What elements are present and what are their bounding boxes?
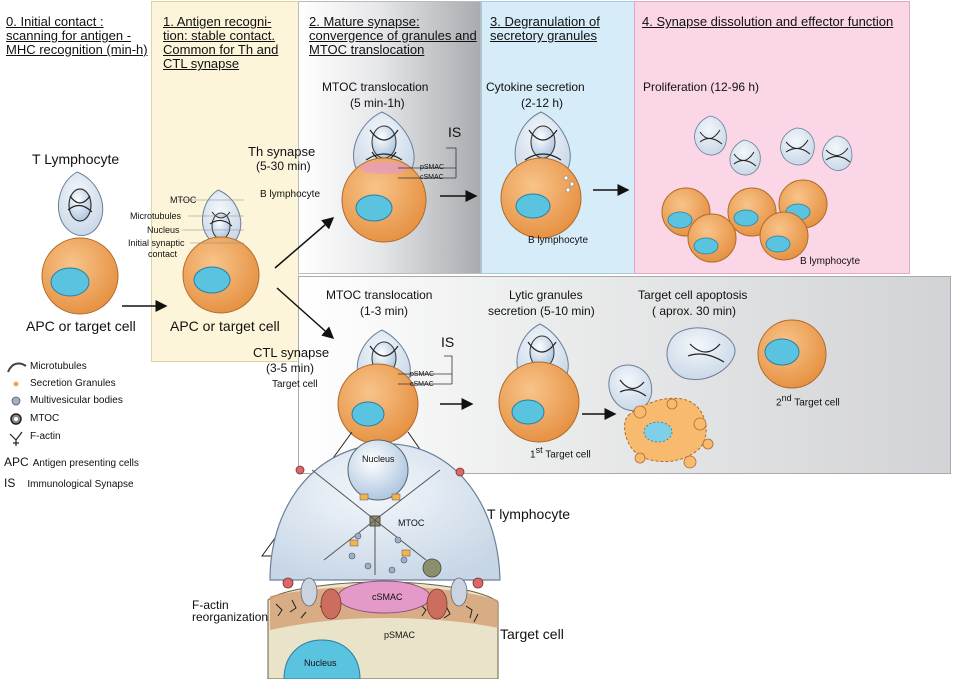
proliferation-cells bbox=[661, 115, 853, 263]
second-target-text: Target cell bbox=[794, 397, 840, 409]
initial-synaptic-label: Initial synaptic bbox=[128, 238, 185, 248]
psmac-label-ctl: pSMAC bbox=[410, 371, 435, 378]
legend-is: IS Immunological Synapse bbox=[4, 476, 134, 491]
mtoc-translocation-ctl-time: (1-3 min) bbox=[360, 304, 409, 318]
stage3-cells bbox=[500, 111, 582, 239]
cytokine-time-label: (2-12 h) bbox=[521, 96, 564, 110]
csmac-label-th: cSMAC bbox=[420, 174, 444, 181]
apoptosis-time-label: ( aprox. 30 min) bbox=[652, 304, 737, 318]
apc-target-label-1: APC or target cell bbox=[26, 318, 136, 334]
stage-0-title: 0. Initial contact : scanning for antige… bbox=[6, 14, 148, 57]
legend-microtubules: Microtubules bbox=[30, 361, 87, 372]
target-cell-ctl-label: Target cell bbox=[272, 379, 318, 390]
t-lymphocyte-label: T Lymphocyte bbox=[32, 151, 120, 167]
legend-f-actin: F-actin bbox=[30, 431, 61, 442]
th-time-label: (5-30 min) bbox=[256, 159, 311, 173]
f-actin-reorg-label-2: reorganization bbox=[192, 610, 269, 624]
nucleus-top-label: Nucleus bbox=[362, 454, 395, 464]
mtoc-translocation-th-time: (5 min-1h) bbox=[350, 96, 405, 110]
first-target-sup: st bbox=[535, 445, 543, 455]
second-target-cell-label: 2nd Target cell bbox=[776, 392, 840, 409]
lytic-granules-cells bbox=[498, 323, 580, 443]
b-lymphocyte-label-1: B lymphocyte bbox=[260, 189, 321, 200]
is-label-th: IS bbox=[448, 124, 462, 140]
mtoc-translocation-th-label: MTOC translocation bbox=[322, 80, 429, 94]
legend-is-abbr: IS bbox=[4, 476, 16, 490]
microtubules-part-label: Microtubules bbox=[130, 211, 182, 221]
stage-1-title: 1. Antigen recogni- tion: stable contact… bbox=[163, 14, 279, 71]
legend-multivesicular-bodies: Multivesicular bodies bbox=[30, 395, 123, 406]
first-target-number: 1 bbox=[530, 449, 536, 461]
f-actin-icon bbox=[9, 431, 23, 446]
legend-apc-text: Antigen presenting cells bbox=[32, 458, 139, 469]
secretion-granule-icon bbox=[13, 381, 19, 387]
ctl-synapse-label: CTL synapse bbox=[253, 345, 330, 360]
nucleus-bottom-label: Nucleus bbox=[304, 658, 337, 668]
cytokine-secretion-label: Cytokine secretion bbox=[486, 80, 585, 94]
legend-secretion-granules: Secretion Granules bbox=[30, 378, 116, 389]
stage0-cells bbox=[41, 171, 119, 315]
ctl-time-label: (3-5 min) bbox=[266, 361, 315, 375]
mtoc-detail-label: MTOC bbox=[398, 518, 425, 528]
multivesicular-body-icon bbox=[11, 396, 21, 406]
b-lymphocyte-label-2: B lymphocyte bbox=[528, 235, 589, 246]
csmac-label-ctl: cSMAC bbox=[410, 381, 434, 388]
f-actin-reorg-label-1: F-actin bbox=[192, 598, 229, 612]
legend-apc-abbr: APC bbox=[4, 455, 29, 469]
csmac-detail-label: cSMAC bbox=[372, 592, 403, 602]
mtoc-icon-center bbox=[14, 417, 18, 421]
psmac-label-th: pSMAC bbox=[420, 164, 445, 171]
mtoc-translocation-ctl-label: MTOC translocation bbox=[326, 288, 433, 302]
stage-3-title: 3. Degranulation of secretory granules bbox=[490, 14, 600, 43]
ctl-synapse-cells bbox=[337, 329, 453, 445]
stage1-cells bbox=[178, 189, 260, 314]
apoptosis-label: Target cell apoptosis bbox=[638, 288, 748, 302]
th-synapse-cells bbox=[341, 111, 457, 243]
legend-is-text: Immunological Synapse bbox=[27, 479, 134, 490]
second-target-sup: nd bbox=[781, 393, 792, 403]
target-cell-detail-label: Target cell bbox=[500, 626, 564, 642]
proliferation-label: Proliferation (12-96 h) bbox=[643, 80, 760, 94]
detail-zoom bbox=[261, 431, 501, 679]
apoptosis-cells bbox=[608, 319, 827, 469]
microtubule-icon bbox=[7, 362, 27, 373]
th-synapse-label: Th synapse bbox=[248, 144, 316, 159]
lytic-secretion-label: secretion (5-10 min) bbox=[488, 304, 595, 318]
apc-target-label-2: APC or target cell bbox=[170, 318, 280, 334]
lytic-granules-label: Lytic granules bbox=[509, 288, 583, 302]
is-label-ctl: IS bbox=[441, 334, 455, 350]
mtoc-part-label: MTOC bbox=[170, 195, 197, 205]
psmac-detail-label: pSMAC bbox=[384, 630, 416, 640]
stage-4-title: 4. Synapse dissolution and effector func… bbox=[642, 14, 894, 29]
first-target-cell-label: 1st Target cell bbox=[530, 444, 591, 461]
stage-2-title: 2. Mature synapse: convergence of granul… bbox=[309, 14, 477, 57]
nucleus-part-label: Nucleus bbox=[147, 225, 180, 235]
t-lymphocyte-detail-label: T lymphocyte bbox=[487, 506, 570, 522]
legend-icons bbox=[7, 362, 27, 446]
b-lymphocyte-label-3: B lymphocyte bbox=[800, 256, 861, 267]
contact-label: contact bbox=[148, 249, 178, 259]
second-target-number: 2 bbox=[776, 397, 782, 409]
first-target-text: Target cell bbox=[545, 449, 591, 461]
legend-mtoc: MTOC bbox=[30, 413, 60, 424]
